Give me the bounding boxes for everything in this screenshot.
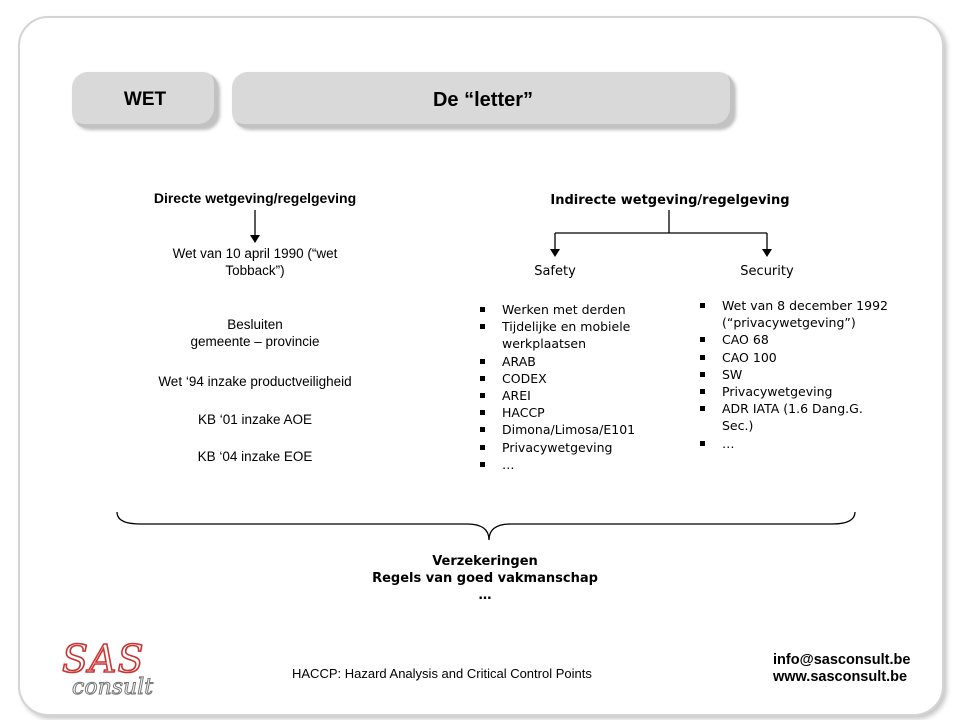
security-arrowhead [762,249,772,257]
svg-text:consult: consult [72,675,153,700]
security-item: Privacywetgeving [698,383,898,400]
haccp-footnote: HACCP: Hazard Analysis and Critical Cont… [292,666,592,681]
wet-tobback-text: Wet van 10 april 1990 (“wet Tobback”) [172,246,338,278]
wet94-text: Wet ‘94 inzake productveiligheid [158,374,352,389]
website-link[interactable]: www.sasconsult.be [773,669,908,685]
security-item: SW [698,366,898,383]
safety-item: Dimona/Limosa/E101 [478,421,678,438]
besluiten-block: Besluiten gemeente – provincie [170,316,340,350]
direct-legislation-heading: Directe wetgeving/regelgeving [153,190,357,206]
safety-item: AREI [478,387,678,404]
safety-item: CODEX [478,370,678,387]
security-label: Security [740,264,794,279]
security-item: CAO 68 [698,331,898,348]
curly-brace [116,511,856,541]
security-list: Wet van 8 december 1992 (“privacywetgevi… [698,297,898,452]
security-item: CAO 100 [698,349,898,366]
contact-block: info@sasconsult.be www.sasconsult.be [773,652,933,686]
safety-label: Safety [534,264,576,279]
security-item: … [698,435,898,452]
email-link[interactable]: info@sasconsult.be [773,652,911,668]
page-title: De “letter” [432,88,534,111]
kb01-text: KB ‘01 inzake AOE [197,412,313,427]
gemeente-provincie-label: gemeente – provincie [190,334,320,349]
safety-arrowhead [550,249,560,257]
safety-item: HACCP [478,404,678,421]
safety-item: ARAB [478,353,678,370]
security-item: ADR IATA (1.6 Dang.G. Sec.) [698,400,898,434]
wet-label: WET [123,89,167,110]
logo-graphic: SAS consult [61,636,154,700]
indirect-legislation-heading: Indirecte wetgeving/regelgeving [550,193,790,208]
safety-item: … [478,456,678,473]
security-item: Wet van 8 december 1992 (“privacywetgevi… [698,297,898,331]
safety-item: Tijdelijke en mobiele werkplaatsen [478,318,678,352]
sas-consult-logo: SAS consult [38,630,178,700]
wet-tab: WET [72,72,218,128]
ellipsis-text: … [478,588,492,603]
slide-frame [18,16,944,716]
left-arrowhead [250,235,260,243]
besluiten-label: Besluiten [227,317,283,332]
safety-item: Privacywetgeving [478,439,678,456]
safety-item: Werken met derden [478,301,678,318]
svg-text:SAS: SAS [62,637,145,681]
verzekeringen-text: Verzekeringen [432,554,538,569]
safety-list: Werken met derden Tijdelijke en mobiele … [478,301,678,473]
vakmanschap-text: Regels van goed vakmanschap [372,571,598,586]
kb04-text: KB ‘04 inzake EOE [197,449,313,464]
bottom-block: Verzekeringen Regels van goed vakmanscha… [330,553,640,604]
title-tab: De “letter” [232,72,734,128]
